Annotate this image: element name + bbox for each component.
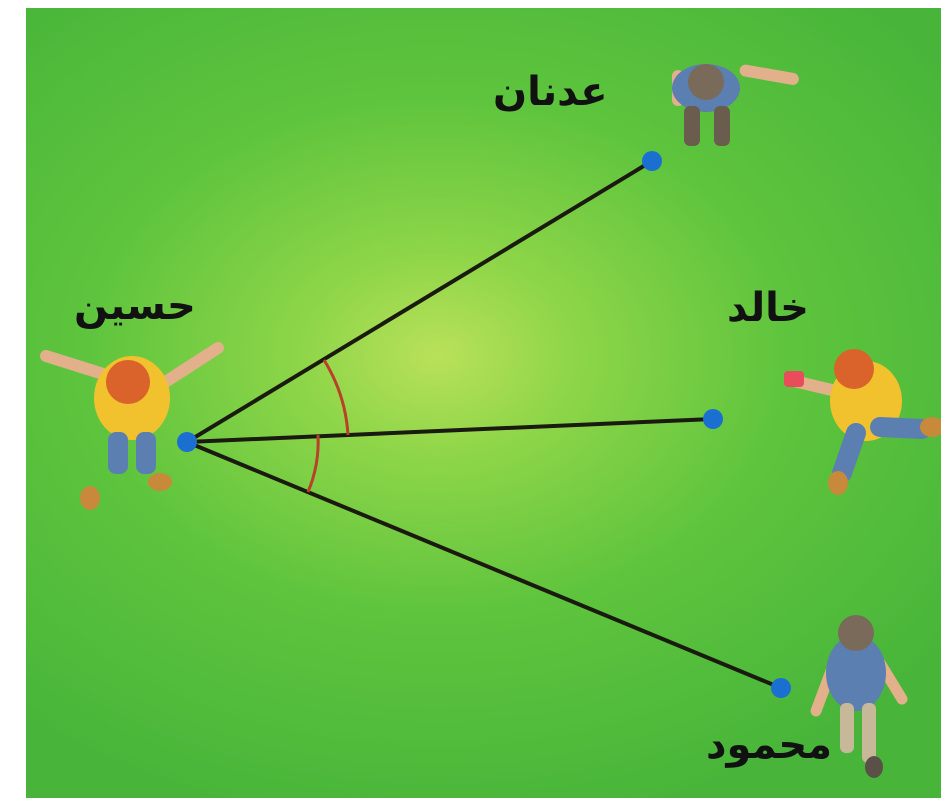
player-hussein-figure <box>40 342 224 510</box>
angle-arc-adnan-khaled <box>322 359 350 436</box>
line-hussein-mahmoud <box>186 440 782 690</box>
label-adnan: عدنان <box>493 69 608 115</box>
angle-arc-khaled-mahmoud <box>306 434 320 493</box>
label-khaled: خالد <box>727 285 809 331</box>
geometry-diagram <box>40 64 941 778</box>
line-hussein-adnan <box>185 159 654 444</box>
line-hussein-khaled <box>186 417 714 444</box>
label-mahmoud: محمود <box>706 722 833 768</box>
grass-field: عدنان حسين خالد محمود <box>26 8 941 798</box>
player-adnan-figure <box>672 64 799 146</box>
point-adnan <box>642 151 662 171</box>
label-hussein: حسين <box>74 283 196 329</box>
point-khaled <box>703 409 723 429</box>
point-mahmoud <box>771 678 791 698</box>
point-hussein <box>177 432 197 452</box>
player-khaled-figure <box>784 349 941 495</box>
player-mahmoud-figure <box>810 615 908 778</box>
